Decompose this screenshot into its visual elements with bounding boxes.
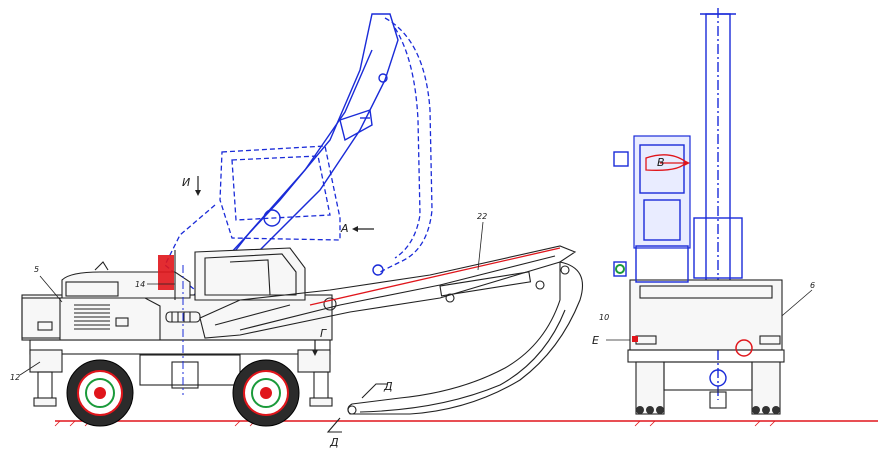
letter-V: В bbox=[657, 156, 665, 169]
label-5: 5 bbox=[34, 265, 39, 274]
extended-boom bbox=[199, 245, 577, 339]
front-view-undercarriage bbox=[635, 361, 781, 415]
label-22: 22 bbox=[477, 212, 487, 221]
grab-arm bbox=[347, 261, 584, 415]
counterweight-slots bbox=[165, 311, 201, 323]
engine-grille bbox=[74, 304, 110, 330]
marker-6-circle bbox=[735, 339, 753, 357]
label-14: 14 bbox=[135, 280, 145, 289]
front-wheel bbox=[66, 359, 134, 427]
boom-highlight-line bbox=[309, 247, 561, 306]
front-view-cab bbox=[613, 135, 691, 277]
letter-D-lower: Д bbox=[329, 436, 339, 449]
label-10: 10 bbox=[599, 313, 609, 322]
letter-I: И bbox=[182, 176, 190, 189]
ground-hatch bbox=[54, 420, 776, 427]
rear-wheel bbox=[232, 359, 300, 427]
letter-E: Е bbox=[592, 334, 599, 347]
label-6: 6 bbox=[810, 281, 815, 290]
outriggers bbox=[33, 371, 333, 407]
front-view-body bbox=[627, 245, 785, 363]
letter-A: А bbox=[340, 222, 349, 235]
operator-cab bbox=[158, 247, 306, 301]
carrier-body bbox=[21, 261, 333, 389]
letter-D-upper: Д bbox=[383, 380, 393, 393]
marker-10-light bbox=[632, 336, 638, 342]
section-marks bbox=[195, 176, 388, 433]
letter-G: Г bbox=[320, 327, 327, 340]
label-12: 12 bbox=[10, 373, 20, 382]
